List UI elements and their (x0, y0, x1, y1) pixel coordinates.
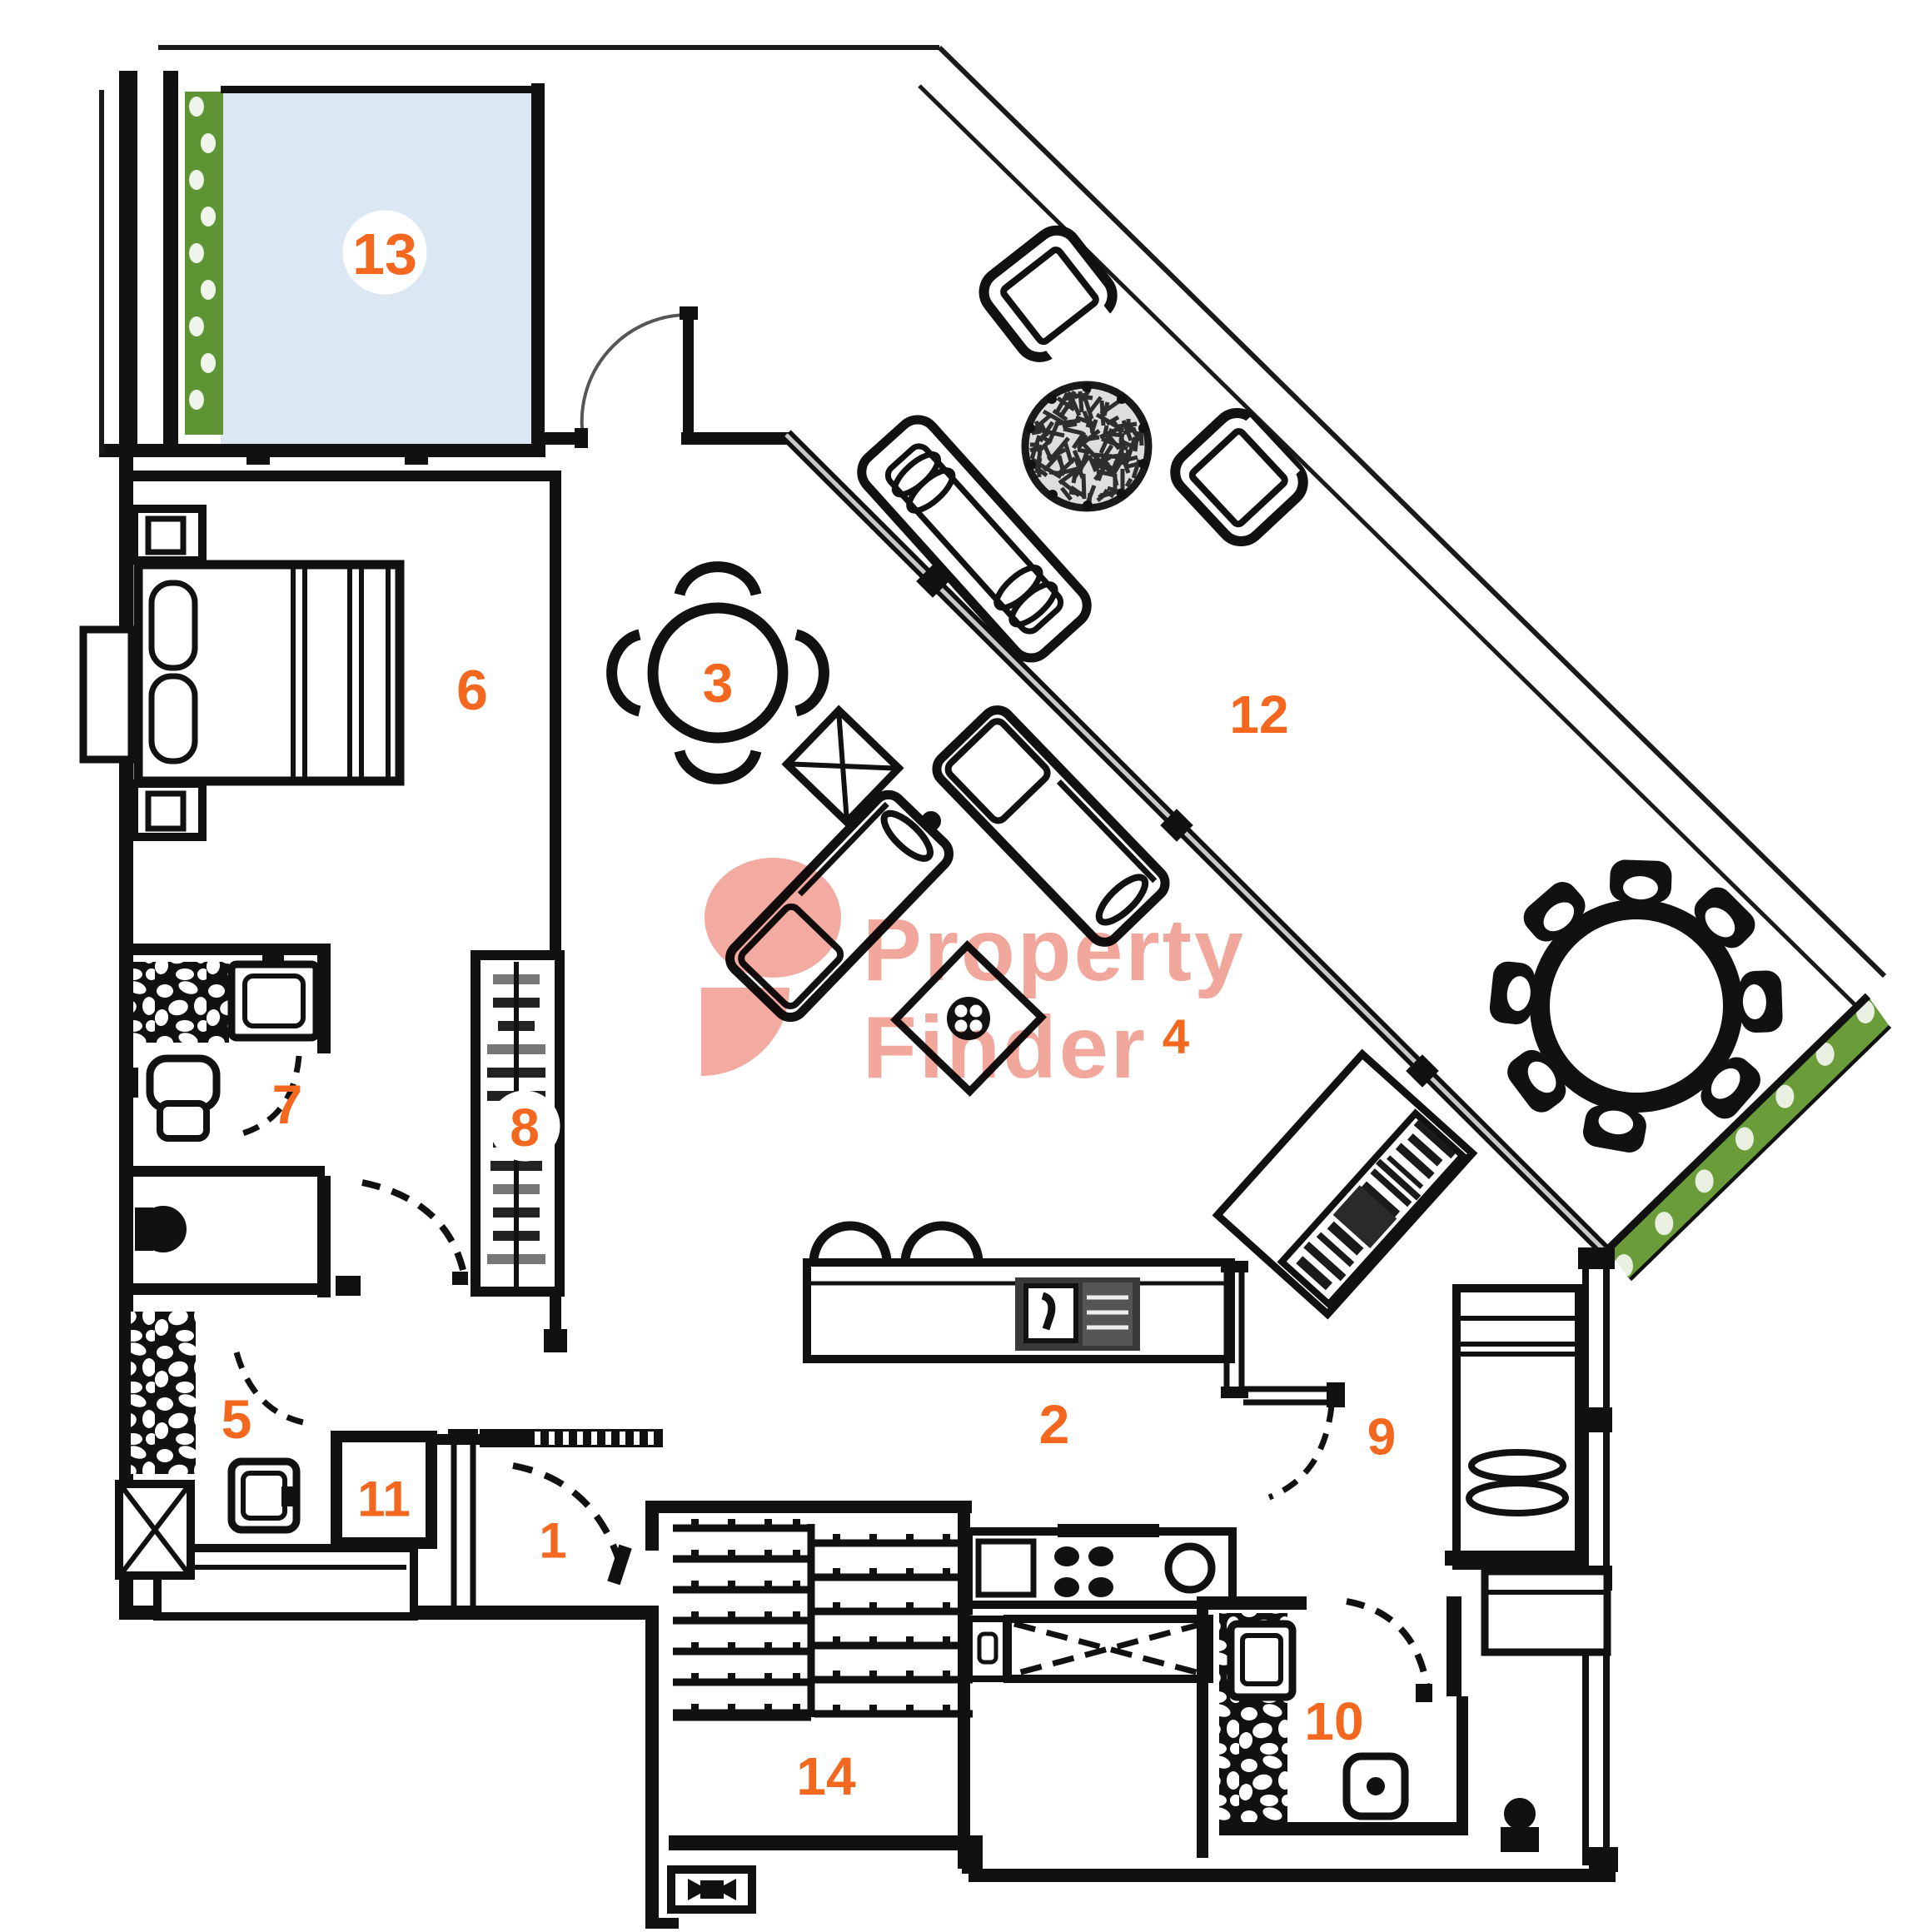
svg-text:12: 12 (1229, 685, 1288, 744)
svg-text:3: 3 (703, 652, 734, 714)
svg-text:10: 10 (1304, 1691, 1363, 1751)
svg-text:13: 13 (352, 222, 417, 286)
svg-text:7: 7 (272, 1073, 303, 1135)
svg-text:4: 4 (1163, 1010, 1189, 1064)
svg-text:Property: Property (863, 901, 1246, 999)
svg-text:8: 8 (510, 1098, 540, 1158)
svg-text:1: 1 (539, 1513, 566, 1569)
svg-text:Finder: Finder (863, 998, 1148, 1097)
svg-text:2: 2 (1039, 1393, 1070, 1455)
svg-text:5: 5 (222, 1388, 252, 1450)
svg-text:6: 6 (456, 659, 488, 722)
svg-text:9: 9 (1367, 1409, 1396, 1466)
svg-text:14: 14 (796, 1746, 856, 1806)
svg-text:11: 11 (357, 1471, 410, 1527)
